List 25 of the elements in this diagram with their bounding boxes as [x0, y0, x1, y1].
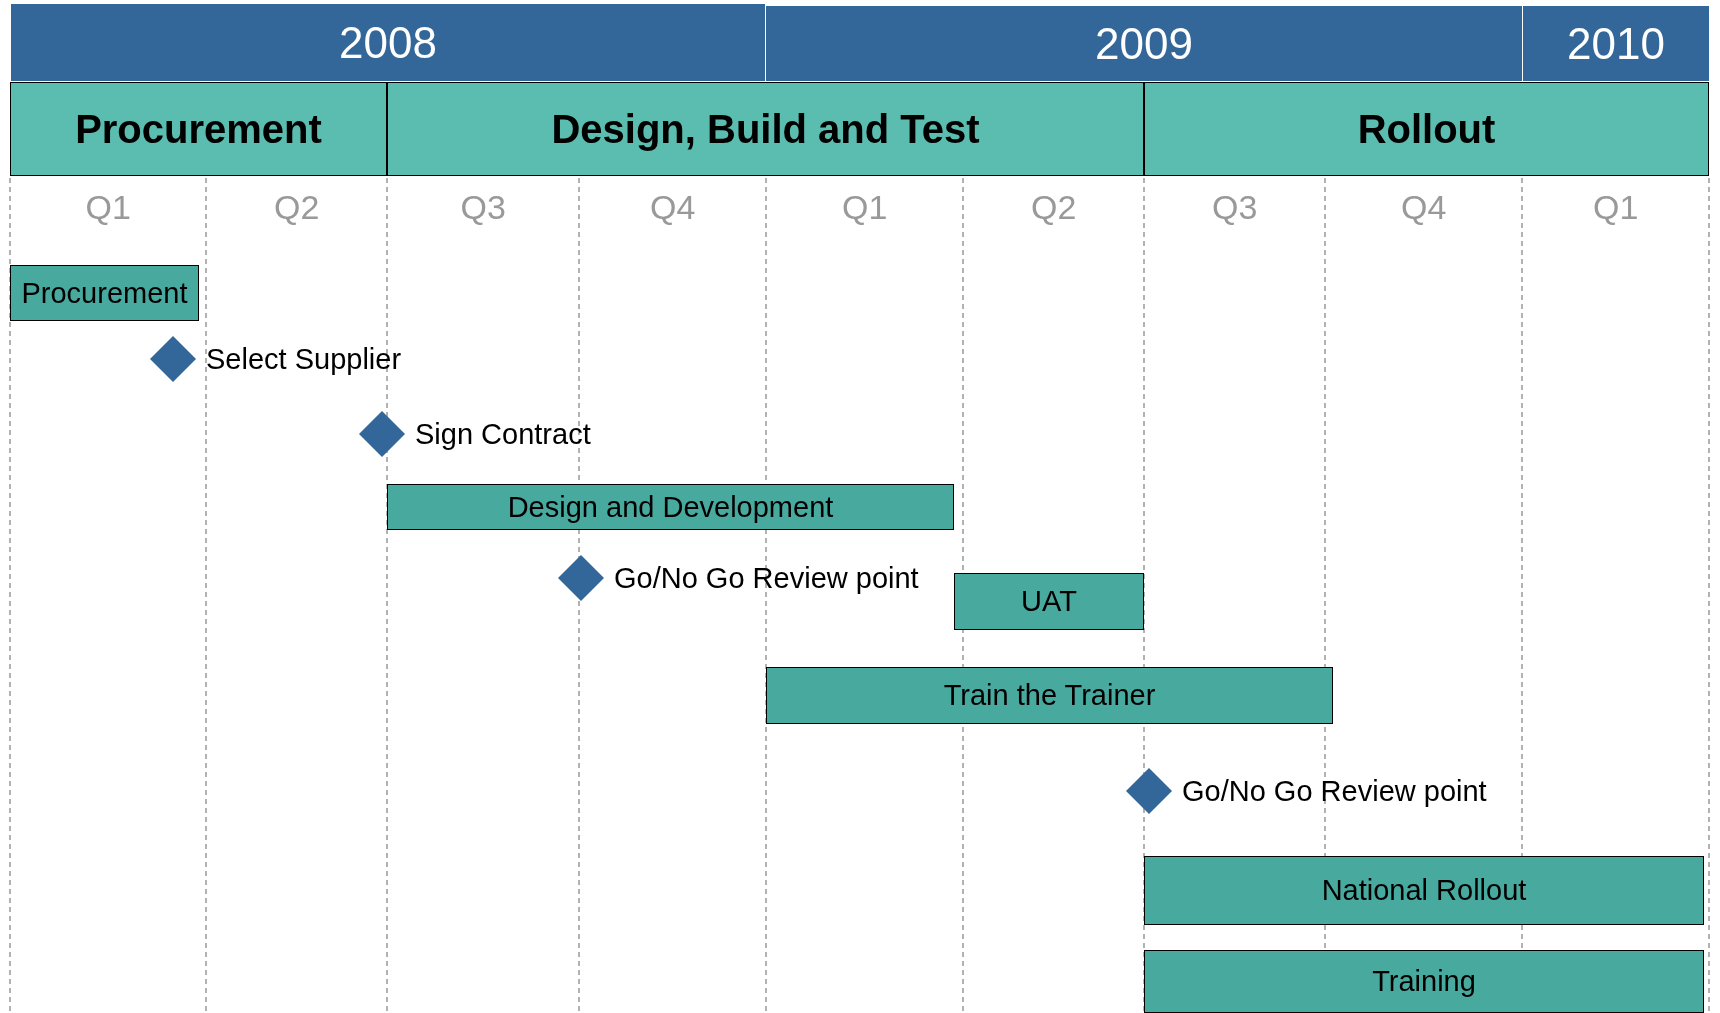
quarter-label: Q2	[274, 188, 320, 227]
task-bar: Procurement	[10, 265, 199, 321]
task-bar: UAT	[954, 573, 1144, 630]
quarter-label: Q3	[460, 188, 506, 227]
quarter-label: Q4	[1401, 188, 1447, 227]
year-band: 2008	[10, 4, 765, 81]
year-band: 2009	[765, 6, 1522, 81]
quarter-label: Q2	[1031, 188, 1077, 227]
phase-band: Rollout	[1144, 82, 1709, 176]
quarter-label: Q1	[85, 188, 131, 227]
task-bar: Train the Trainer	[766, 667, 1333, 724]
task-bar: National Rollout	[1144, 856, 1704, 925]
quarter-label: Q3	[1212, 188, 1258, 227]
task-bar: Design and Development	[387, 484, 954, 530]
quarter-label: Q1	[842, 188, 888, 227]
quarter-label: Q4	[650, 188, 696, 227]
task-bar: Training	[1144, 950, 1704, 1013]
phase-band: Procurement	[10, 82, 387, 176]
quarter-label: Q1	[1593, 188, 1639, 227]
milestone-label: Sign Contract	[415, 417, 591, 451]
phase-band: Design, Build and Test	[387, 82, 1144, 176]
year-band: 2010	[1522, 6, 1709, 81]
milestone-label: Go/No Go Review point	[1182, 774, 1487, 808]
milestone-label: Select Supplier	[206, 342, 402, 376]
milestone-label: Go/No Go Review point	[614, 561, 919, 595]
